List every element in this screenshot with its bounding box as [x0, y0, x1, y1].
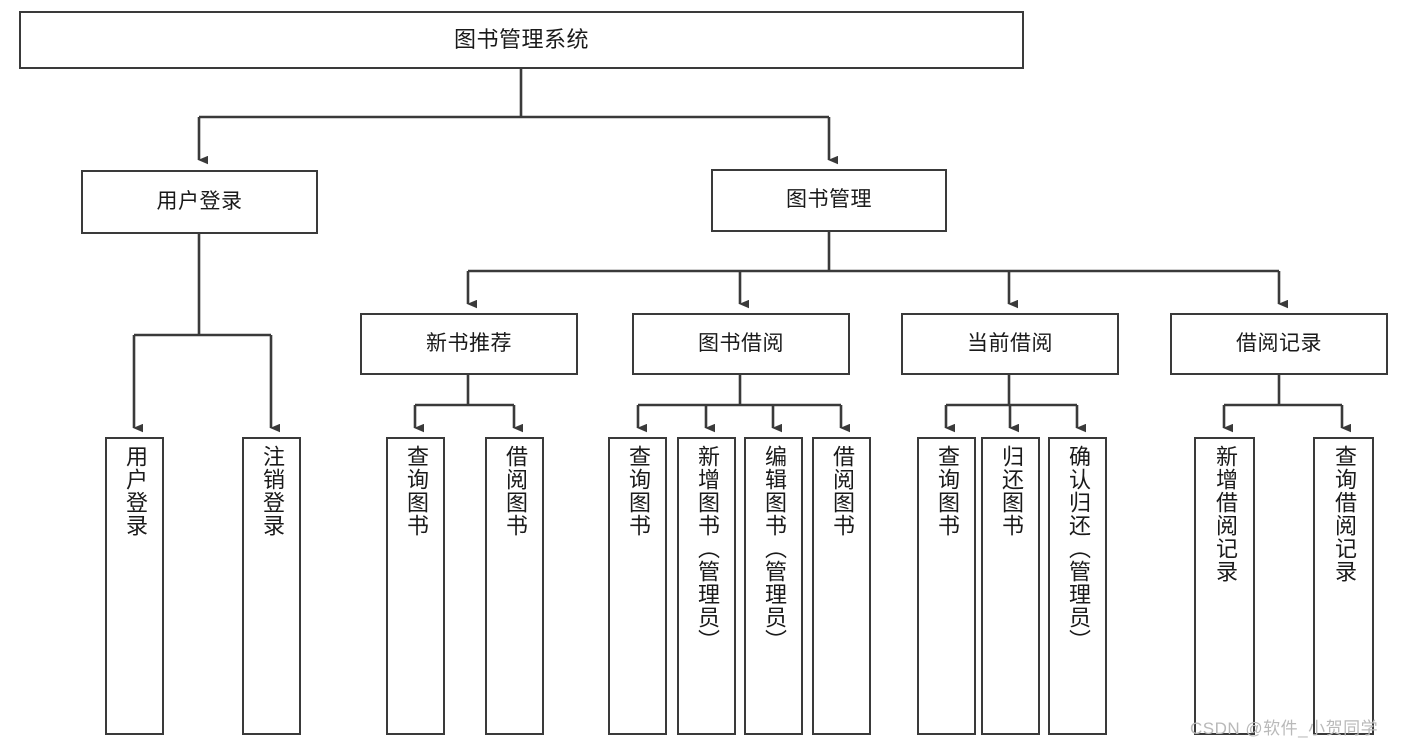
node-label: 借阅图书: [829, 445, 855, 537]
leaf-borrow-record-query[interactable]: 查询借阅记录: [1313, 437, 1374, 735]
node-label: 图书借阅: [698, 331, 784, 355]
node-current-borrow[interactable]: 当前借阅: [901, 313, 1119, 375]
node-book-borrow[interactable]: 图书借阅: [632, 313, 850, 375]
csdn-watermark: CSDN @软件_小贺同学: [1190, 719, 1379, 738]
node-label: 查询借阅记录: [1331, 445, 1357, 583]
node-book-management[interactable]: 图书管理: [711, 169, 947, 232]
node-label: 新增图书（管理员）: [694, 445, 720, 652]
leaf-current-borrow-return[interactable]: 归还图书: [981, 437, 1040, 735]
node-new-book-recommend[interactable]: 新书推荐: [360, 313, 578, 375]
node-user-login[interactable]: 用户登录: [81, 170, 318, 234]
node-label: 注销登录: [259, 445, 285, 537]
leaf-current-borrow-confirm-return[interactable]: 确认归还（管理员）: [1048, 437, 1107, 735]
node-label: 用户登录: [122, 445, 148, 537]
leaf-new-book-query[interactable]: 查询图书: [386, 437, 445, 735]
node-label: 图书管理: [786, 188, 872, 212]
node-label: 新书推荐: [426, 331, 512, 355]
node-label: 用户登录: [156, 189, 243, 213]
leaf-current-borrow-query[interactable]: 查询图书: [917, 437, 976, 735]
node-label: 借阅记录: [1236, 331, 1322, 355]
node-label: 查询图书: [625, 445, 651, 537]
leaf-new-book-borrow[interactable]: 借阅图书: [485, 437, 544, 735]
node-label: 编辑图书（管理员）: [761, 445, 787, 652]
node-label: 查询图书: [403, 445, 429, 537]
node-book-management-system[interactable]: 图书管理系统: [19, 11, 1024, 69]
node-label: 确认归还（管理员）: [1065, 445, 1091, 652]
leaf-user-login-login[interactable]: 用户登录: [105, 437, 164, 735]
node-label: 归还图书: [998, 445, 1024, 537]
node-label: 当前借阅: [967, 331, 1053, 355]
node-borrow-record[interactable]: 借阅记录: [1170, 313, 1388, 375]
node-label: 查询图书: [934, 445, 960, 537]
leaf-book-borrow-borrow[interactable]: 借阅图书: [812, 437, 871, 735]
leaf-borrow-record-add[interactable]: 新增借阅记录: [1194, 437, 1255, 735]
leaf-book-borrow-add[interactable]: 新增图书（管理员）: [677, 437, 736, 735]
leaf-user-login-logout[interactable]: 注销登录: [242, 437, 301, 735]
node-label: 图书管理系统: [453, 27, 589, 53]
leaf-book-borrow-query[interactable]: 查询图书: [608, 437, 667, 735]
leaf-book-borrow-edit[interactable]: 编辑图书（管理员）: [744, 437, 803, 735]
node-label: 新增借阅记录: [1212, 445, 1238, 583]
node-label: 借阅图书: [502, 445, 528, 537]
